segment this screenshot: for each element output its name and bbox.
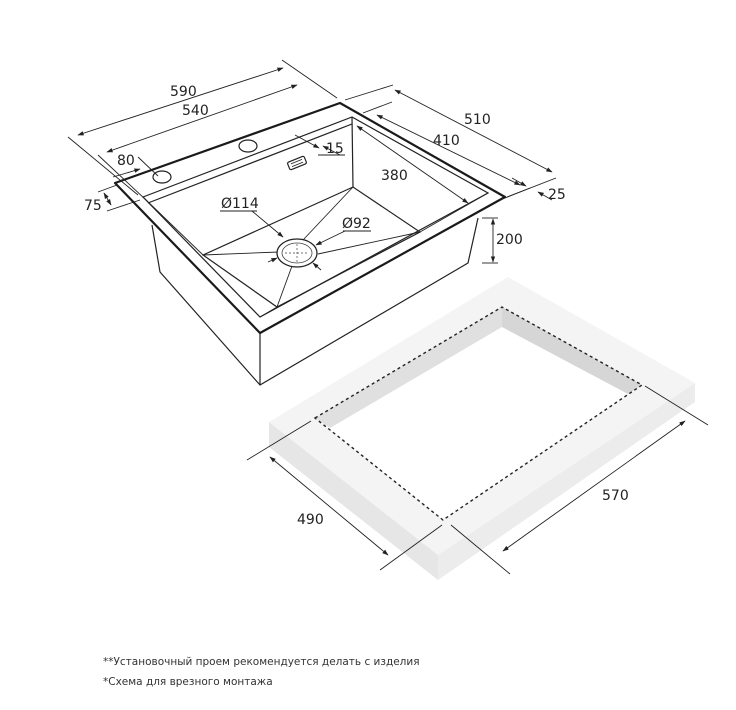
dimension-drain-92: Ø92: [312, 216, 371, 271]
dimension-15: 15: [294, 134, 345, 157]
dim-200: 200: [496, 232, 523, 248]
dim-d92: Ø92: [342, 216, 371, 232]
dimension-200: 200: [482, 217, 523, 264]
overflow-slot: [287, 155, 307, 171]
dim-510: 510: [464, 112, 491, 128]
dim-25: 25: [548, 187, 566, 203]
note-mounting-scheme: *Схема для врезного монтажа: [103, 676, 273, 688]
tap-hole-2: [238, 139, 258, 153]
dimension-drain-114: Ø114: [220, 196, 284, 263]
dimension-75: 75: [84, 184, 141, 214]
dim-570: 570: [602, 488, 629, 504]
dimension-80: 80: [112, 153, 159, 178]
dim-590: 590: [170, 84, 197, 100]
cutout-dimension-490: 490: [246, 420, 443, 571]
dim-80: 80: [117, 153, 135, 169]
footnotes: **Установочный проем рекомендуется делат…: [103, 652, 420, 692]
dimension-25: 25: [499, 177, 566, 203]
dim-15: 15: [326, 141, 344, 157]
dim-d114: Ø114: [221, 196, 259, 212]
dim-490: 490: [297, 512, 324, 528]
dimension-380: 380: [356, 125, 469, 204]
countertop: [269, 277, 695, 580]
cutout-dimension-570: 570: [450, 385, 709, 575]
dimension-540: 540: [97, 84, 298, 201]
dim-540: 540: [182, 103, 209, 119]
note-installation-opening: **Установочный проем рекомендуется делат…: [103, 656, 420, 668]
cutout-outline: [313, 306, 644, 521]
tap-hole: [152, 170, 172, 184]
dim-75: 75: [84, 198, 102, 214]
dim-410: 410: [433, 133, 460, 149]
dim-380: 380: [381, 168, 408, 184]
